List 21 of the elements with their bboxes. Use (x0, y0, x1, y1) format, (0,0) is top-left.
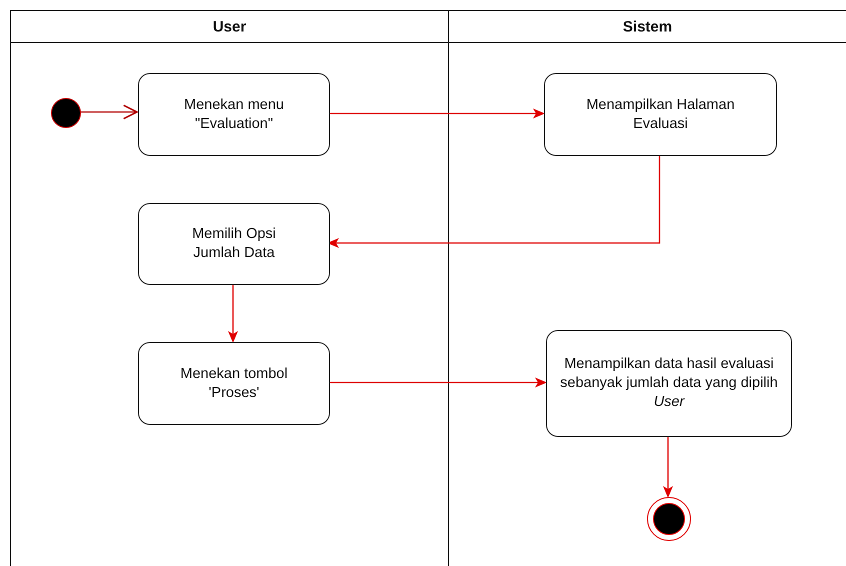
arrow (329, 378, 547, 388)
lane-title: Sistem (622, 18, 672, 35)
arrow (329, 108, 545, 118)
swimlane (10, 10, 449, 566)
activity-text: Memilih Opsi Jumlah Data (191, 225, 277, 263)
activity-box (546, 330, 792, 437)
final-node (647, 497, 691, 541)
activity-text: Menampilkan data hasil evaluasi sebanyak jumlah data yang dipilih User (559, 355, 779, 412)
arrow (80, 104, 138, 120)
activity-box (138, 203, 330, 285)
arrow (228, 284, 238, 343)
arrow (327, 155, 660, 248)
activity-box (544, 73, 777, 156)
activity-box (138, 73, 330, 156)
activity-box (138, 342, 330, 425)
arrow (663, 436, 673, 498)
activity-text: Menekan tombol 'Proses' (179, 364, 289, 402)
initial-node (51, 98, 81, 128)
lane-title: User (212, 18, 246, 35)
activity-text: Menampilkan Halaman Evaluasi (585, 96, 736, 134)
activity-text: Menekan menu "Evaluation" (183, 96, 285, 134)
